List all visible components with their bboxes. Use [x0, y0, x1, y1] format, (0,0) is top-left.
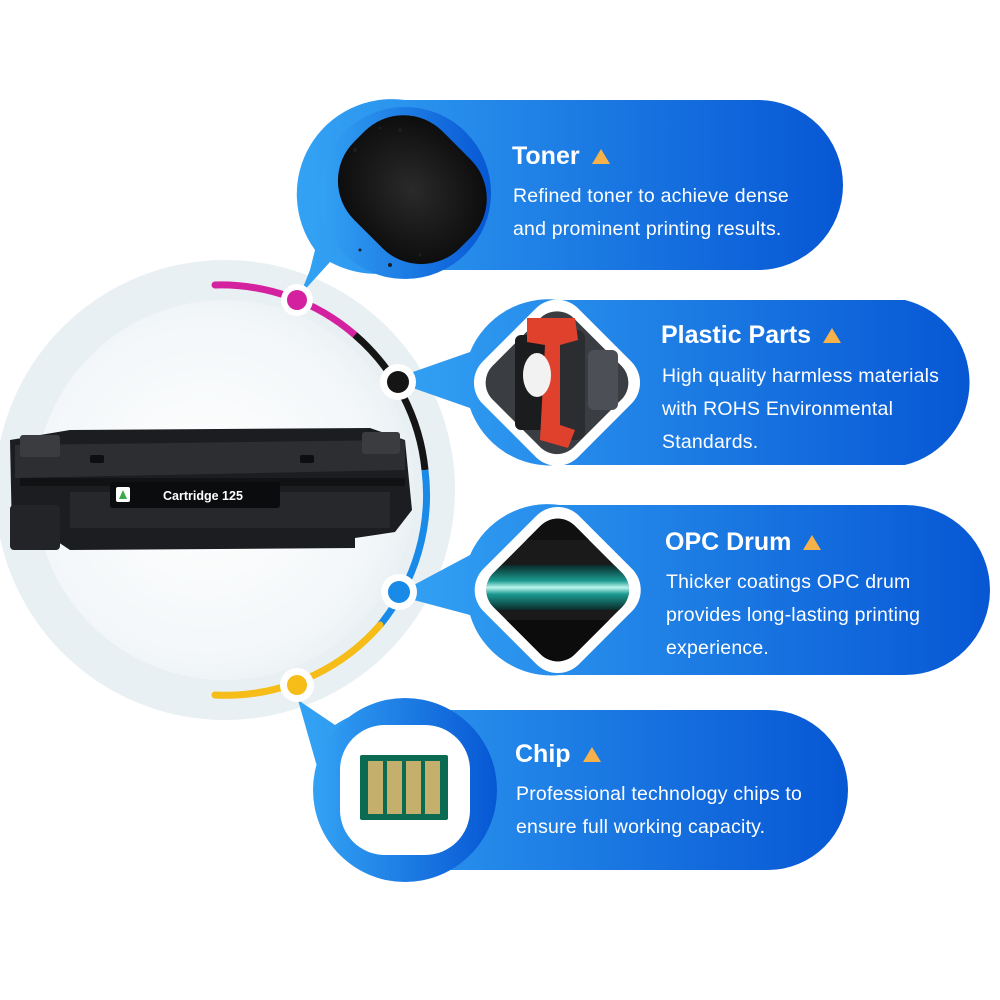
chip-marker-dot — [280, 668, 314, 702]
plastic-parts-description: High quality harmless materials with ROH… — [662, 365, 940, 453]
opc-drum-description: Thicker coatings OPC drum provides long-… — [666, 571, 921, 659]
toner-cartridge-image — [10, 428, 412, 550]
triangle-icon — [591, 149, 610, 164]
toner-marker-dot — [281, 284, 313, 316]
drum-marker-dot — [381, 574, 417, 610]
chip-title: Chip — [515, 740, 571, 768]
drum-arc — [377, 469, 431, 628]
chip-description: Professional technology chips to ensure … — [516, 783, 803, 838]
toner-title: Toner — [512, 142, 580, 170]
opc-drum-title: OPC Drum — [665, 528, 792, 556]
plastic-parts-title: Plastic Parts — [661, 321, 812, 349]
cartridge-label: Cartridge 125 — [163, 489, 243, 503]
toner-description: Refined toner to achieve dense and promi… — [513, 185, 789, 240]
triangle-icon — [823, 328, 842, 343]
plastic-marker-dot — [380, 364, 416, 400]
triangle-icon — [803, 535, 822, 550]
triangle-icon — [582, 747, 601, 762]
